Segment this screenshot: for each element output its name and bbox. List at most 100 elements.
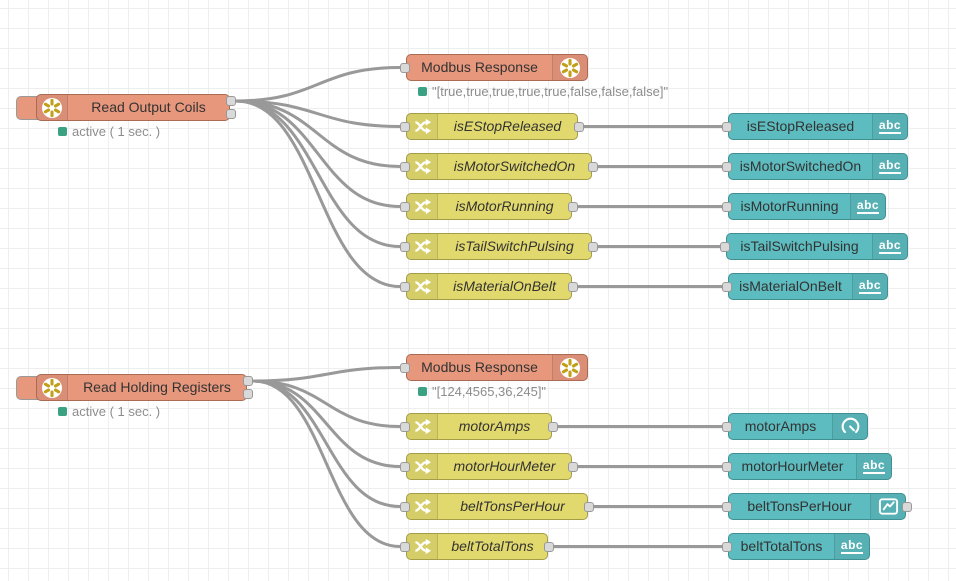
node-is-motor-switched-on-fn[interactable]: isMotorSwitchedOn xyxy=(400,153,598,180)
abc-icon: abc xyxy=(872,114,907,139)
wire-read-holding-registers-to-motor-hour-meter-fn[interactable] xyxy=(251,379,402,468)
node-body[interactable]: Modbus Response xyxy=(406,54,588,81)
node-is-motor-running-fn[interactable]: isMotorRunning xyxy=(400,193,578,220)
wire-read-holding-registers-to-belt-total-tons-fn[interactable] xyxy=(251,379,402,548)
node-body[interactable]: beltTonsPerHour xyxy=(728,493,906,520)
node-body[interactable]: Read Output Coils xyxy=(36,94,230,121)
node-is-tail-switch-pulsing-fn[interactable]: isTailSwitchPulsing xyxy=(400,233,598,260)
output-port-0[interactable] xyxy=(902,501,912,512)
output-port-0[interactable] xyxy=(588,161,598,172)
node-belt-total-tons-fn[interactable]: beltTotalTons xyxy=(400,533,554,560)
abc-icon: abc xyxy=(852,274,887,299)
output-port-1[interactable] xyxy=(226,109,236,119)
node-body[interactable]: Read Holding Registers xyxy=(36,374,247,401)
node-body[interactable]: isMotorRunning xyxy=(406,193,572,220)
input-port[interactable] xyxy=(400,161,410,172)
node-modbus-response-1[interactable]: Modbus Response xyxy=(400,54,588,81)
node-body[interactable]: isEStopReleased xyxy=(406,113,578,140)
input-port[interactable] xyxy=(722,201,732,212)
input-port[interactable] xyxy=(400,62,410,73)
wire-read-output-coils-to-is-tail-switch-pulsing-fn[interactable] xyxy=(234,99,402,248)
chart-icon xyxy=(870,494,905,519)
node-is-estop-released-fn[interactable]: isEStopReleased xyxy=(400,113,584,140)
node-body[interactable]: isMotorSwitchedOn xyxy=(406,153,592,180)
output-port-0[interactable] xyxy=(243,376,253,386)
node-body[interactable]: beltTotalTons xyxy=(406,533,548,560)
node-read-holding-registers[interactable]: Read Holding Registers xyxy=(16,374,253,401)
output-port-0[interactable] xyxy=(226,96,236,106)
input-port[interactable] xyxy=(722,121,732,132)
node-motor-amps-ui[interactable]: motorAmps xyxy=(722,413,868,440)
node-read-output-coils[interactable]: Read Output Coils xyxy=(16,94,236,121)
input-port[interactable] xyxy=(400,501,410,512)
input-port[interactable] xyxy=(722,421,732,432)
node-body[interactable]: isTailSwitchPulsing xyxy=(406,233,592,260)
wire-read-output-coils-to-is-motor-running-fn[interactable] xyxy=(234,99,402,208)
node-body[interactable]: motorHourMeter xyxy=(406,453,572,480)
wire-read-holding-registers-to-modbus-response-2[interactable] xyxy=(251,366,402,383)
input-port[interactable] xyxy=(400,201,410,212)
input-port[interactable] xyxy=(400,281,410,292)
input-port[interactable] xyxy=(400,461,410,472)
input-port[interactable] xyxy=(400,241,410,252)
node-modbus-response-2[interactable]: Modbus Response xyxy=(400,354,588,381)
status-text: "[true,true,true,true,true,false,false,f… xyxy=(432,84,669,99)
input-port[interactable] xyxy=(400,541,410,552)
node-label: Read Holding Registers xyxy=(83,379,231,395)
shuffle-icon xyxy=(407,114,438,139)
node-status-read-holding-registers: active ( 1 sec. ) xyxy=(58,404,160,419)
input-port[interactable] xyxy=(722,161,732,172)
input-port[interactable] xyxy=(722,501,732,512)
node-body[interactable]: motorAmps xyxy=(406,413,552,440)
node-belt-tons-per-hour-ui[interactable]: beltTonsPerHour xyxy=(722,493,912,520)
output-port-0[interactable] xyxy=(568,461,578,472)
node-belt-tons-per-hour-fn[interactable]: beltTonsPerHour xyxy=(400,493,594,520)
input-port[interactable] xyxy=(400,121,410,132)
output-port-0[interactable] xyxy=(568,281,578,292)
node-body[interactable]: motorAmps xyxy=(728,413,868,440)
node-label: Read Output Coils xyxy=(91,99,206,115)
wire-read-holding-registers-to-belt-tons-per-hour-fn[interactable] xyxy=(251,379,402,508)
output-port-0[interactable] xyxy=(548,421,558,432)
input-port[interactable] xyxy=(722,541,732,552)
input-port[interactable] xyxy=(400,421,410,432)
input-port[interactable] xyxy=(400,362,410,373)
input-port[interactable] xyxy=(720,241,730,252)
output-port-1[interactable] xyxy=(243,389,253,399)
node-is-material-on-belt-fn[interactable]: isMaterialOnBelt xyxy=(400,273,578,300)
output-port-0[interactable] xyxy=(574,121,584,132)
node-body[interactable]: Modbus Response xyxy=(406,354,588,381)
status-text: active ( 1 sec. ) xyxy=(72,124,161,139)
wire-read-output-coils-to-is-material-on-belt-fn[interactable] xyxy=(234,99,402,288)
node-body[interactable]: beltTonsPerHour xyxy=(406,493,588,520)
wire-read-output-coils-to-modbus-response-1[interactable] xyxy=(234,66,402,103)
node-label: motorHourMeter xyxy=(453,458,556,474)
node-motor-hour-meter-fn[interactable]: motorHourMeter xyxy=(400,453,578,480)
output-port-0[interactable] xyxy=(568,201,578,212)
output-port-0[interactable] xyxy=(544,541,554,552)
node-body[interactable]: isMaterialOnBelt xyxy=(406,273,572,300)
output-port-0[interactable] xyxy=(588,241,598,252)
output-port-0[interactable] xyxy=(584,501,594,512)
input-port[interactable] xyxy=(722,281,732,292)
input-port[interactable] xyxy=(722,461,732,472)
gauge-icon xyxy=(832,414,867,439)
status-dot xyxy=(58,127,67,136)
node-motor-amps-fn[interactable]: motorAmps xyxy=(400,413,558,440)
wire-read-output-coils-to-is-motor-switched-on-fn[interactable] xyxy=(234,99,402,168)
